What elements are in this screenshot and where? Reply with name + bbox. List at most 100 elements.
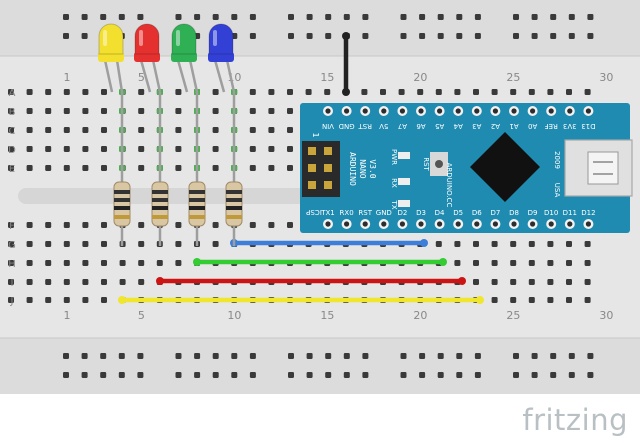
led-lead [213,59,226,93]
nano-pin-hole [585,221,592,227]
hole [8,108,14,114]
nano-top-pin-label: A7 [398,122,407,130]
nano-pin-hole [381,108,387,114]
rail-hole [513,14,519,20]
resistor-band [226,198,242,202]
nano-pin-hole [344,221,350,227]
led-lead [139,59,152,93]
hole [45,108,52,114]
hole [63,222,70,228]
rail-hole [474,33,481,39]
rail-hole [249,353,256,359]
hole [528,279,535,285]
hole [249,89,256,95]
board-name-label: V3.0 [368,159,377,178]
hole [435,89,442,95]
rail-hole [456,14,463,20]
hole [101,127,107,133]
icsp-header [302,141,340,197]
rail-hole [194,353,201,359]
led-base [134,52,160,62]
hole [584,241,591,247]
board-led-label: TX [390,199,398,209]
hole [63,241,70,247]
usb-port [587,151,619,185]
nano-pin-hole [437,108,443,114]
nano-top-pin-label: RST [358,122,372,130]
hole [566,260,572,266]
column-label: 1 [64,309,71,322]
rail-hole [81,14,88,20]
nano-top-pin-label: 3V3 [563,122,577,130]
column-label: 5 [138,309,145,322]
nano-top-pin-label: GND [339,122,355,130]
rail-hole [419,33,426,39]
nano-pin-hole [530,221,536,227]
rail-hole [362,372,369,378]
usa-label: USA [553,183,561,198]
hole [45,127,52,133]
hole [138,108,145,114]
hole [175,165,182,171]
hole [45,260,52,266]
row-label: I [11,278,14,289]
green-wire-end [193,258,201,266]
rail-hole [362,14,369,20]
rail-hole [288,33,294,39]
hole [101,279,107,285]
icsp-pin [324,181,332,189]
rail-hole [137,372,144,378]
black-wire-end [342,88,350,96]
hole [26,108,33,114]
column-label: 5 [138,71,145,84]
rail-hole [456,33,463,39]
hole [268,127,275,133]
led-lead [103,59,114,93]
hole [473,279,479,285]
nano-pin-hole [418,108,424,114]
board-led-label: PWR [390,149,398,165]
rail-hole [437,353,444,359]
board-led-label: RX [390,178,398,188]
icsp-pin [308,164,316,172]
hole [547,241,554,247]
nano-top-pin-label: A4 [453,122,463,130]
resistors [113,92,243,246]
icsp-pin [324,164,332,172]
pin-one-label: 1 [311,132,320,137]
hole [249,108,256,114]
fritzing-watermark: fritzing [522,403,628,437]
hole [175,260,182,266]
power-rail-top [0,0,640,56]
rail-hole [343,14,350,20]
hole [26,260,33,266]
hole [175,108,182,114]
led-lead [188,59,199,93]
nano-bottom-pin-label: D11 [563,209,577,217]
hole [63,89,70,95]
rail-hole [419,14,426,20]
hole [45,222,52,228]
resistor-band [226,206,242,210]
hole [584,297,591,303]
hole [287,222,293,228]
rail-hole [362,33,369,39]
arduino-nano: VINTX1GNDRX0RSTRST5VGNDA7D2A6D3A5D4A4D5A… [300,103,633,233]
hole [380,89,386,95]
hole [287,108,293,114]
board-led [398,178,410,185]
nano-bottom-pin-label: D6 [472,209,482,217]
row-label: F [9,221,15,232]
led-base [171,52,197,62]
resistor-band [152,190,168,194]
row-label: B [9,107,16,118]
hole [268,108,275,114]
rail-hole [100,14,107,20]
rail-hole [550,372,557,378]
rail-hole [531,372,538,378]
rail-hole [137,353,144,359]
rail-hole [175,353,182,359]
rail-hole [568,33,575,39]
